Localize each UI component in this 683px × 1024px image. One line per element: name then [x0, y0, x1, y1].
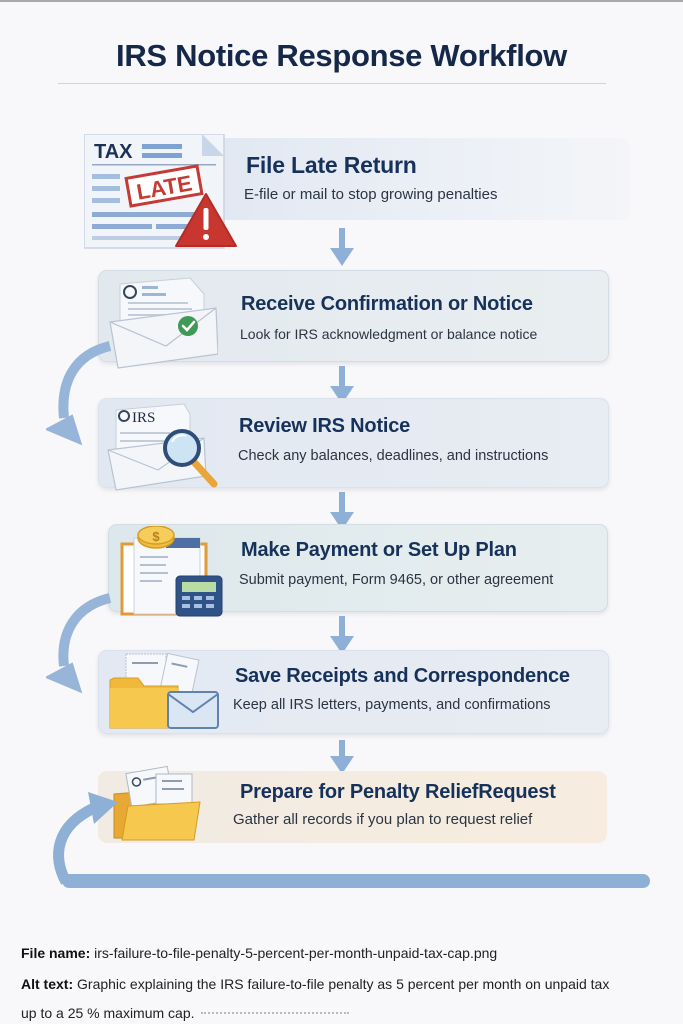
- alt-text-continuation: up to a 25 % maximum cap.: [21, 1005, 349, 1021]
- page-title: IRS Notice Response Workflow: [116, 38, 567, 73]
- step-subtitle: Submit payment, Form 9465, or other agre…: [239, 572, 554, 588]
- step-subtitle: E-file or mail to stop growing penalties: [244, 186, 498, 203]
- loop-arrow-icon: [46, 593, 112, 694]
- flow-arrow-down: [330, 740, 354, 774]
- step-title: File Late Return: [246, 152, 417, 178]
- alt-text-value-2: up to a 25 % maximum cap.: [21, 1005, 195, 1021]
- step-title: Review IRS Notice: [239, 415, 411, 437]
- step-subtitle: Gather all records if you plan to reques…: [233, 811, 533, 828]
- alt-text-line: Alt text: Graphic explaining the IRS fai…: [21, 976, 609, 992]
- return-loop-arrow-icon: [53, 792, 650, 888]
- envelope-magnifier-icon: IRS: [107, 403, 218, 491]
- step-subtitle: Look for IRS acknowledgment or balance n…: [240, 326, 538, 342]
- svg-text:TAX: TAX: [94, 141, 133, 163]
- file-name-line: File name: irs-failure-to-file-penalty-5…: [21, 945, 497, 961]
- folder-envelope-icon: [109, 652, 219, 729]
- dotted-line: [200, 1011, 349, 1017]
- step-title: Save Receipts and Correspondence: [235, 665, 570, 687]
- svg-text:IRS: IRS: [132, 410, 155, 426]
- flow-arrow-down: [330, 616, 354, 654]
- step-subtitle: Check any balances, deadlines, and instr…: [238, 448, 549, 464]
- step-card-file-late-return: File Late Return E-file or mail to stop …: [150, 138, 630, 220]
- flow-arrow-down: [330, 228, 354, 266]
- svg-text:$: $: [152, 529, 160, 544]
- late-tax-return-icon: TAX LATE: [84, 134, 237, 249]
- flow-arrow-down: [330, 492, 354, 530]
- step-title: Make Payment or Set Up Plan: [241, 539, 517, 561]
- folder-documents-icon: [113, 765, 201, 841]
- envelope-check-icon: [109, 277, 218, 369]
- step-subtitle: Keep all IRS letters, payments, and conf…: [233, 697, 551, 713]
- payment-calculator-icon: $: [120, 526, 223, 617]
- alt-text-label: Alt text:: [21, 976, 74, 992]
- alt-text-value: Graphic explaining the IRS failure-to-fi…: [77, 976, 610, 992]
- flow-arrow-down: [330, 366, 354, 404]
- title-divider: [58, 83, 606, 84]
- loop-arrow-icon: [46, 341, 112, 446]
- step-title: Prepare for Penalty ReliefRequest: [240, 781, 556, 803]
- step-title: Receive Confirmation or Notice: [241, 293, 533, 315]
- file-name-value: irs-failure-to-file-penalty-5-percent-pe…: [94, 945, 498, 961]
- file-name-label: File name:: [21, 945, 91, 961]
